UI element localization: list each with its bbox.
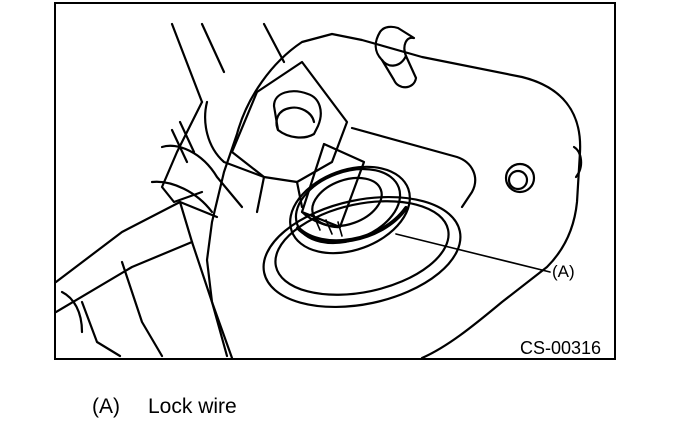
seal-boss-outer <box>262 195 462 309</box>
legend-letter: (A) <box>92 395 120 418</box>
control-rod <box>150 144 244 214</box>
top-stud <box>374 25 418 89</box>
bolt-hole <box>504 162 536 194</box>
lower-linkage <box>56 200 219 358</box>
lock-wire <box>296 206 408 244</box>
figure-code: CS-00316 <box>520 338 602 358</box>
callout-a-label: (A) <box>552 262 575 281</box>
legend-text: Lock wire <box>148 395 237 418</box>
lever-arm <box>230 60 349 184</box>
callout-leader <box>395 233 551 273</box>
boss-rim <box>350 126 477 209</box>
seal-ring <box>289 165 411 255</box>
control-rod-upper <box>170 22 286 104</box>
housing-edge <box>572 145 583 179</box>
illustration-frame <box>54 2 616 360</box>
illustration <box>56 22 583 358</box>
lever-bolt <box>272 90 322 139</box>
legend: (A) Lock wire <box>92 394 237 420</box>
